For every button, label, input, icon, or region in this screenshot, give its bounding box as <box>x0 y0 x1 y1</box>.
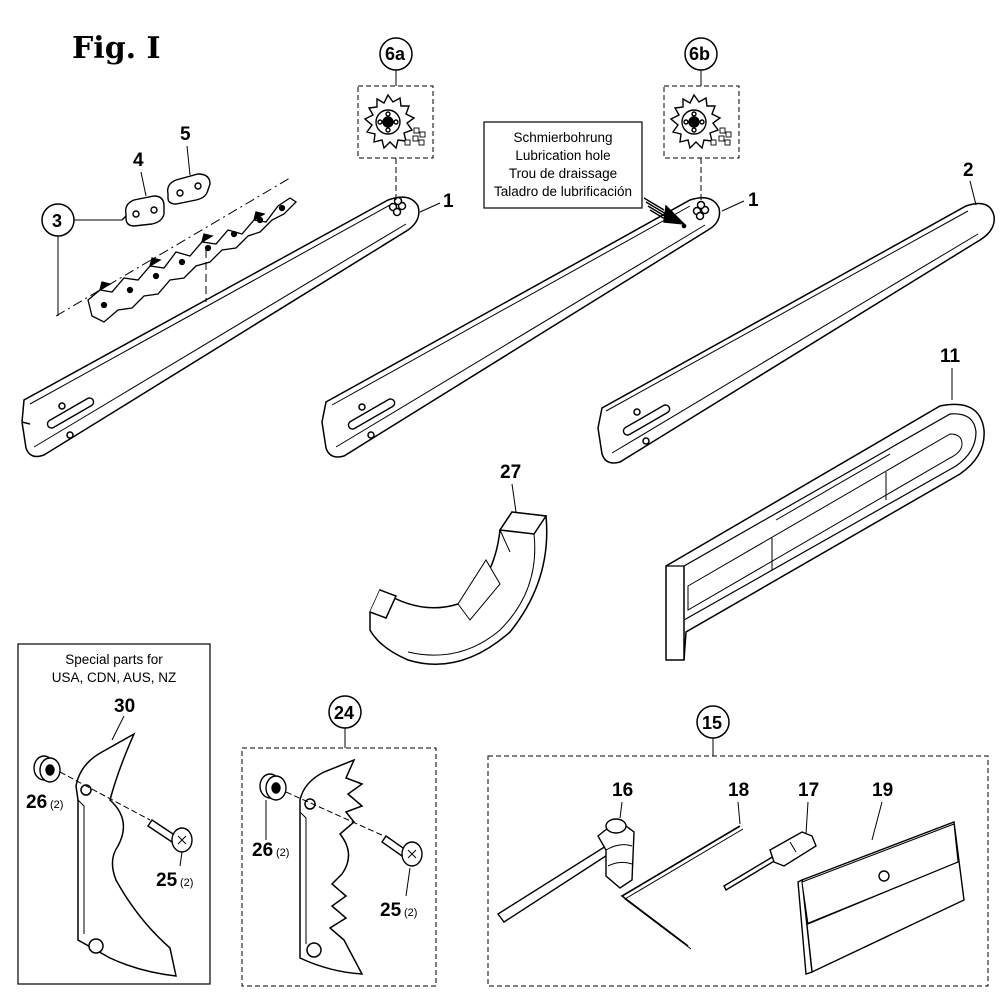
hex-key-18 <box>620 825 744 950</box>
lubrication-note-box <box>483 121 643 209</box>
label-bar-2: 2 <box>963 160 974 181</box>
sprocket-6a <box>363 93 416 150</box>
label-nut-26a: 26 <box>26 792 47 813</box>
label-link-5: 5 <box>180 124 191 145</box>
label-bar-1b: 1 <box>748 190 759 211</box>
chain-catcher-30 <box>75 732 177 977</box>
special-parts-box <box>17 643 211 985</box>
label-guard-27: 27 <box>500 462 521 483</box>
lubrication-note-line-3: Trou de draissage <box>509 166 617 181</box>
label-nut-26b: 26 <box>252 840 273 861</box>
qty-nut-26a: (2) <box>50 799 63 811</box>
screwdriver-17 <box>723 831 817 891</box>
guide-bar-1-left <box>21 196 420 458</box>
label-hexkey-18: 18 <box>728 780 749 801</box>
label-toolkit-15: 15 <box>702 713 722 733</box>
label-screw-25b: 25 <box>380 900 402 921</box>
label-kit-24: 24 <box>334 703 354 723</box>
chain-link-5 <box>166 173 211 205</box>
guide-bar-2 <box>597 202 995 464</box>
toolkit-15-box <box>487 755 989 987</box>
kit-24-box <box>241 747 437 987</box>
label-cover-11: 11 <box>940 346 961 367</box>
figure-title: Fig. I <box>72 31 161 66</box>
label-link-4: 4 <box>133 150 144 171</box>
chain-cover <box>665 403 985 661</box>
label-catcher-30: 30 <box>114 696 135 717</box>
lubrication-note: Schmierbohrung Lubrication hole Trou de … <box>494 130 632 199</box>
qty-screw-25a: (2) <box>180 877 193 889</box>
bar-sheath-19 <box>797 821 965 975</box>
nut-26a <box>33 755 61 783</box>
screw-25a <box>147 819 193 853</box>
combination-wrench-16 <box>496 818 635 923</box>
lubrication-note-line-1: Schmierbohrung <box>513 130 612 145</box>
lubrication-note-line-4: Taladro de lubrificación <box>494 184 632 199</box>
qty-nut-26b: (2) <box>276 847 289 859</box>
special-parts-note-line-1: Special parts for <box>65 652 163 667</box>
label-wrench-16: 16 <box>612 780 633 801</box>
label-screw-25a: 25 <box>156 870 178 891</box>
label-sheath-19: 19 <box>872 780 893 801</box>
qty-screw-25b: (2) <box>404 907 417 919</box>
label-chain-3: 3 <box>52 211 62 231</box>
saw-chain <box>55 177 298 323</box>
guide-bar-1-middle <box>321 197 721 458</box>
label-bar-1a: 1 <box>443 191 454 212</box>
chain-link-4 <box>121 195 165 227</box>
sprocket-6a-rivets <box>404 127 426 146</box>
nut-26b <box>259 773 287 801</box>
chain-catcher-24 <box>299 758 364 975</box>
sprocket-6b-rivets <box>710 127 732 146</box>
label-screwdriver-17: 17 <box>798 780 819 801</box>
sprocket-6b <box>669 93 722 150</box>
bar-guard <box>369 511 548 666</box>
label-sprocket-6a: 6a <box>385 44 406 64</box>
label-sprocket-6b: 6b <box>689 44 710 64</box>
lubrication-note-line-2: Lubrication hole <box>515 148 610 163</box>
special-parts-note-line-2: USA, CDN, AUS, NZ <box>52 670 177 685</box>
lubrication-arrow <box>643 197 686 225</box>
screw-25b <box>381 835 423 867</box>
